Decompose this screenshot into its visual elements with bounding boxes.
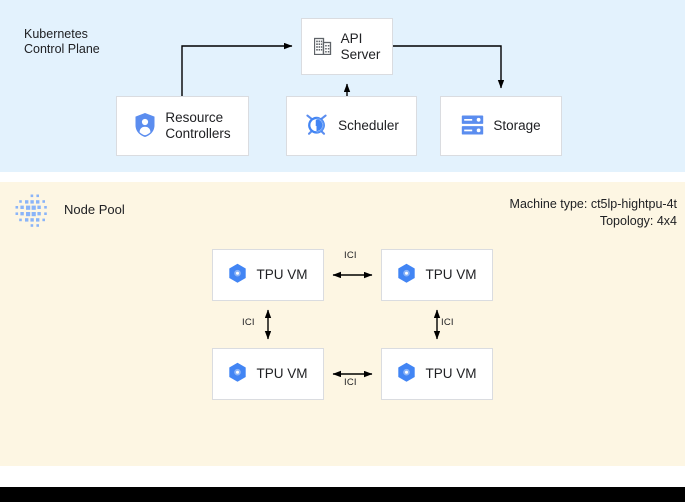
ici-label-bottom: ICI (344, 377, 357, 388)
resource-controllers-box[interactable]: Resource Controllers (116, 96, 249, 156)
node-pool-title: Node Pool (64, 202, 125, 217)
tpu-hexagon-icon (397, 263, 416, 287)
tpu-vm-box[interactable]: TPU VM (212, 249, 324, 301)
tpu-vm-label: TPU VM (425, 366, 477, 381)
dot-cluster-icon (15, 194, 47, 227)
storage-label: Storage (493, 118, 541, 133)
tpu-hexagon-icon (397, 362, 416, 386)
api-server-box[interactable]: API Server (301, 18, 393, 75)
server-rack-icon (461, 114, 484, 139)
machine-type-label: Machine type: ct5lp-hightpu-4t (509, 197, 677, 211)
scheduler-label: Scheduler (338, 118, 399, 133)
tpu-vm-box[interactable]: TPU VM (212, 348, 324, 400)
tpu-vm-box[interactable]: TPU VM (381, 348, 493, 400)
machine-info: Machine type: ct5lp-hightpu-4t Topology:… (510, 196, 677, 230)
tpu-vm-label: TPU VM (256, 267, 308, 282)
bottom-bar (0, 487, 685, 502)
ici-label-right: ICI (441, 317, 454, 328)
scheduler-box[interactable]: Scheduler (286, 96, 417, 156)
alarm-clock-icon (304, 112, 329, 140)
node-pool-panel (0, 182, 685, 466)
tpu-vm-box[interactable]: TPU VM (381, 249, 493, 301)
resource-controllers-label: Resource Controllers (165, 110, 231, 141)
tpu-vm-label: TPU VM (425, 267, 477, 282)
tpu-hexagon-icon (228, 263, 247, 287)
control-plane-title: Kubernetes Control Plane (24, 27, 100, 56)
tpu-vm-label: TPU VM (256, 366, 308, 381)
tpu-hexagon-icon (228, 362, 247, 386)
ici-label-top: ICI (344, 250, 357, 261)
ici-label-left: ICI (242, 317, 255, 328)
shield-person-icon (134, 112, 156, 141)
api-server-label: API Server (340, 30, 381, 62)
storage-box[interactable]: Storage (440, 96, 562, 156)
topology-label: Topology: 4x4 (599, 214, 677, 228)
building-icon (313, 35, 332, 58)
